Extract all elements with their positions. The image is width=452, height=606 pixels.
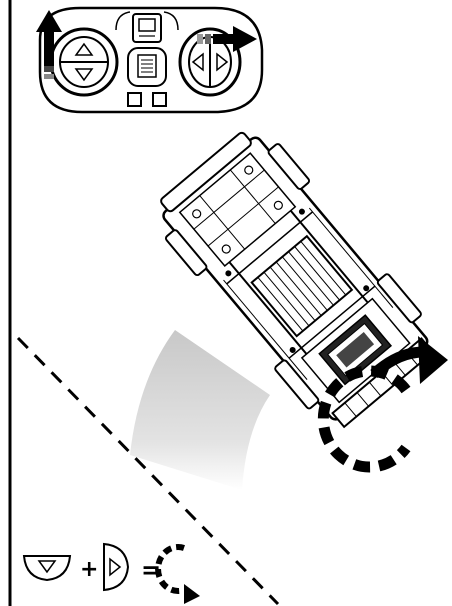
plus-symbol: + [80,557,98,582]
right-button-icon [104,544,128,590]
button-combo-equation [24,544,200,604]
down-button-icon [24,556,70,580]
turn-result-icon [158,547,200,604]
remote-left-dial [51,29,117,95]
equals-symbol: = [141,556,161,584]
motion-trail [130,330,270,490]
remote-control-icon [40,8,262,112]
